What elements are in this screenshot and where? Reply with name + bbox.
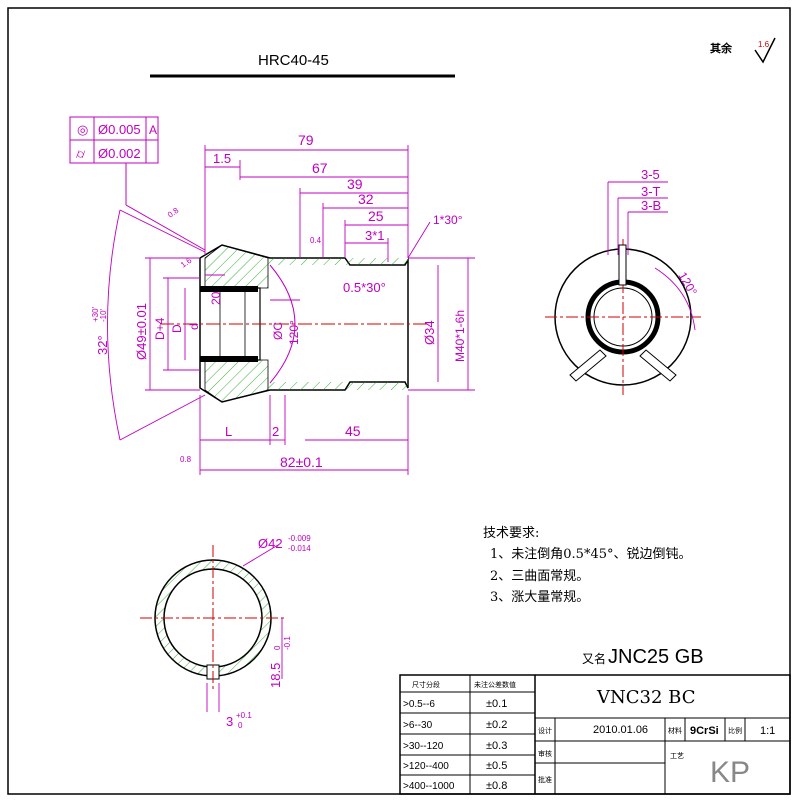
material-value: 9CrSi [690, 725, 719, 737]
dim-79: 79 [298, 132, 314, 148]
alt-name: JNC25 GB [608, 646, 704, 668]
scale-label: 比例 [728, 726, 742, 735]
alt-name-prefix: 又名 [582, 651, 606, 666]
dim-angle-120: 120° [287, 320, 301, 345]
tolerance-table: >0.5--6 >6--30 >30--120 >120--400 >400--… [403, 698, 507, 792]
ring-slot-lower: 0 [238, 721, 243, 730]
slot-label-1: 3-5 [641, 167, 660, 182]
dim-phi-34: Ø34 [422, 320, 437, 345]
hardness-title: HRC40-45 [258, 52, 329, 69]
note-item: 3、涨大量常规。 [490, 590, 589, 605]
table-cell: >6--30 [403, 720, 433, 731]
dim-2: 2 [272, 424, 279, 439]
dim-25: 25 [368, 208, 384, 224]
ring-diameter-lower: -0.014 [288, 544, 311, 553]
roughness-symbol-icon: 1.6 [754, 37, 776, 64]
material-label: 材料 [668, 726, 682, 735]
company-logo: KP [710, 756, 750, 789]
design-label: 设计 [538, 726, 552, 735]
ring-depth-lower: -0.1 [283, 636, 292, 650]
table-cell: ±0.8 [486, 780, 507, 792]
dim-angle-32: 32° [95, 335, 110, 355]
title-block [399, 674, 791, 795]
dim-45: 45 [345, 423, 361, 439]
table-cell: ±0.1 [486, 698, 507, 710]
end-view [545, 181, 701, 395]
top-dimension-lines [107, 145, 475, 475]
ring-depth: 18.5 [268, 663, 283, 688]
check-label: 审核 [538, 749, 552, 758]
roughness-mark-icon: 0.8 [180, 455, 192, 464]
dim-3x1: 3*1 [365, 228, 385, 243]
table-cell: ±0.5 [486, 760, 507, 772]
surface-note: 其余 [710, 41, 733, 55]
dim-phi-c: ØC [271, 322, 285, 340]
scale-value: 1:1 [760, 725, 775, 737]
table-cell: >120--400 [403, 761, 449, 772]
dim-32: 32 [358, 191, 374, 207]
table-cell: ±0.2 [486, 719, 507, 731]
dim-l: L [225, 424, 232, 439]
table-cell: >0.5--6 [403, 699, 435, 710]
dim-82: 82±0.1 [280, 454, 323, 470]
dim-39: 39 [347, 176, 363, 192]
cylindricity-icon: ⌭ [76, 146, 86, 161]
size-range-header: 尺寸分段 [412, 680, 440, 689]
ring-view [140, 544, 286, 712]
ring-depth-upper: 0 [273, 645, 282, 650]
dim-chamfer-right: 1*30° [433, 213, 463, 227]
dim-big-d: D [170, 324, 184, 333]
ring-diameter-upper: -0.009 [288, 534, 311, 543]
dim-67: 67 [312, 160, 328, 176]
tolerance-header: 未注公差数值 [474, 680, 516, 689]
concentricity-icon: ◎ [77, 122, 88, 137]
table-cell: >30--120 [403, 741, 444, 752]
dim-20: 20 [209, 291, 223, 305]
dim-1-5: 1.5 [213, 151, 231, 166]
svg-text:1.6: 1.6 [758, 40, 770, 49]
slot-label-2: 3-T [641, 184, 661, 199]
roughness-mark-icon: 0.4 [310, 236, 322, 245]
dim-d-plus-4: D+4 [153, 317, 167, 340]
dim-angle-32-upper: +30' [91, 306, 100, 322]
tolerance-datum: A [149, 123, 157, 137]
roughness-mark-icon: 0.8 [166, 206, 181, 220]
slot-label-3: 3-B [641, 198, 661, 213]
table-cell: ±0.3 [486, 740, 507, 752]
sheet-border [7, 7, 791, 795]
process-label: 工艺 [670, 752, 684, 760]
notes-heading: 技术要求: [483, 526, 539, 541]
ring-slot: 3 [226, 714, 233, 729]
tolerance-value-2: Ø0.002 [98, 146, 141, 161]
design-date: 2010.01.06 [593, 724, 648, 736]
ring-slot-upper: +0.1 [236, 711, 252, 720]
approve-label: 批准 [538, 775, 552, 784]
note-item: 1、未注倒角0.5*45°、锐边倒钝。 [490, 547, 692, 562]
end-view-angle: 120° [675, 270, 700, 299]
tolerance-value-1: Ø0.005 [98, 122, 141, 137]
table-cell: >400--1000 [403, 781, 455, 792]
main-section-view [160, 244, 430, 403]
dim-chamfer-inner: 0.5*30° [343, 280, 386, 295]
dim-small-d: d [187, 323, 201, 330]
dim-angle-32-lower: -10' [99, 308, 108, 322]
ring-diameter: Ø42 [258, 536, 283, 551]
dim-m40: M40*1-6h [453, 310, 467, 362]
part-name: VNC32 BC [596, 687, 695, 708]
dim-phi-49: Ø49±0.01 [134, 303, 149, 360]
note-item: 2、三曲面常规。 [490, 569, 589, 584]
tolerance-frame [69, 116, 206, 251]
